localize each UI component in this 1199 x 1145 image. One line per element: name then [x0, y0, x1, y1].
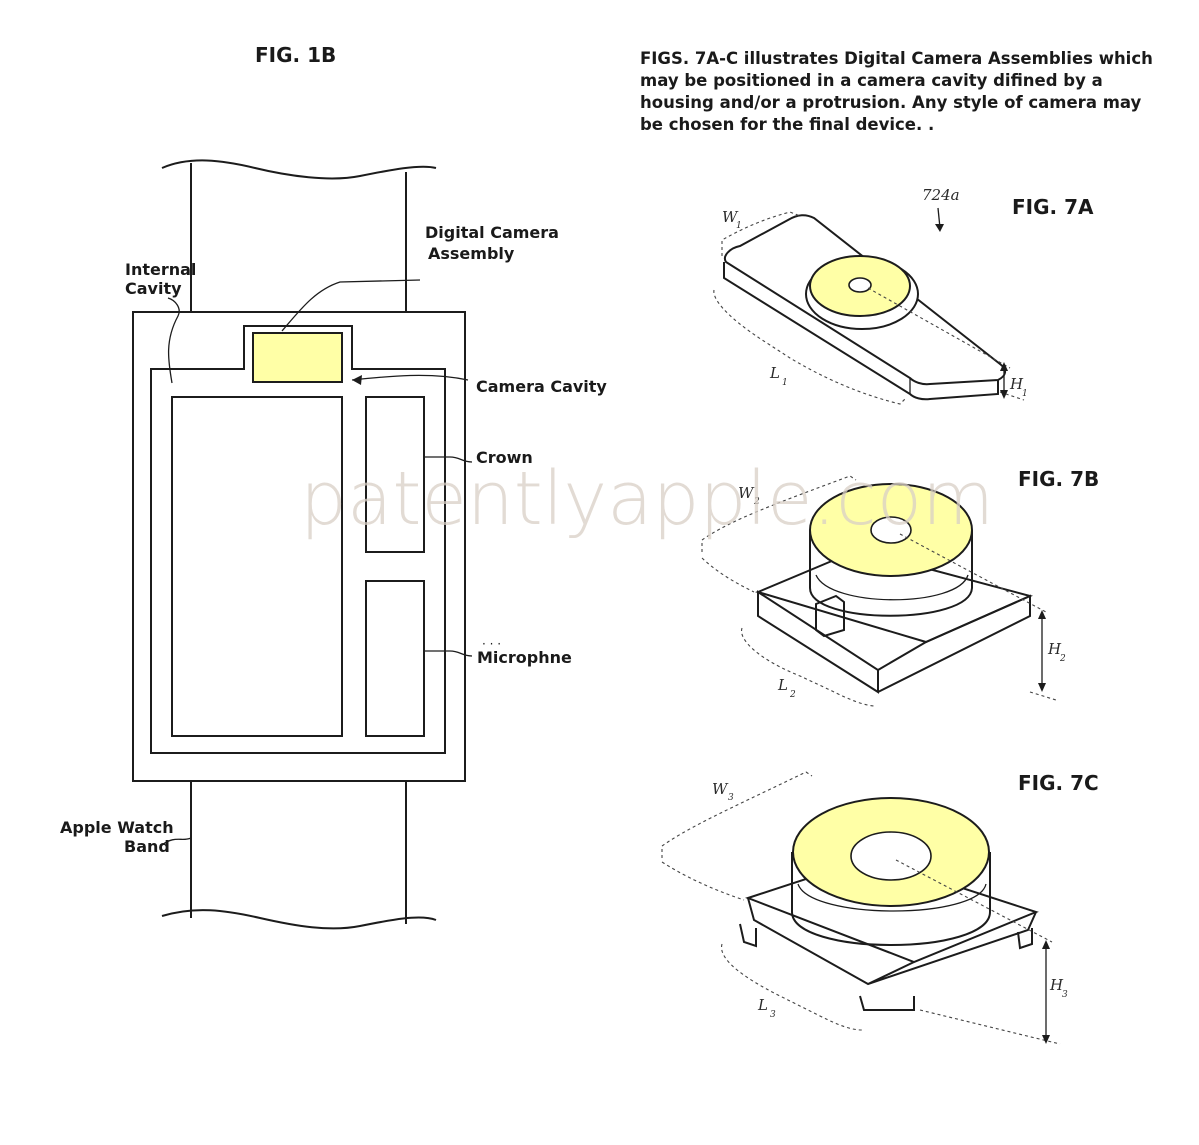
- lens-7c-barrel: [791, 852, 991, 946]
- label-microphone: Microphne: [477, 648, 572, 667]
- dim-w2-sub: 2: [753, 497, 760, 507]
- dim-l3: L: [757, 996, 768, 1014]
- microphone-module: [365, 580, 425, 737]
- dim-h3: H: [1049, 976, 1064, 994]
- watch-band-bottom: [161, 781, 437, 930]
- label-camera-cavity: Camera Cavity: [476, 377, 607, 396]
- arrowhead-camera-cavity: [352, 375, 362, 385]
- module-7a-top: [724, 214, 1006, 386]
- leader-crown: [425, 456, 473, 463]
- foot-7c-left: [739, 923, 757, 948]
- dim-h2-sub: 2: [1059, 654, 1066, 664]
- fig-1b-title: FIG. 1B: [255, 43, 336, 67]
- crown-module: [365, 396, 425, 553]
- leader-internal-cavity: [167, 297, 180, 384]
- foot-7c-front: [859, 995, 915, 1011]
- dim-w3: W: [712, 780, 729, 798]
- lens-7b-barrel: [809, 530, 973, 617]
- caption-line-4: be chosen for the final device. .: [640, 115, 934, 134]
- label-digital-camera: Digital Camera: [425, 223, 559, 242]
- module-7c-base-side: [747, 897, 1037, 986]
- h1-arrow-top: [1000, 362, 1008, 371]
- dim-h2: H: [1047, 640, 1062, 658]
- display-module: [171, 396, 343, 737]
- fig-1b: FIG. 1B · · ·: [60, 43, 607, 930]
- h2-arrow-top: [1038, 610, 1046, 619]
- caption-line-3: housing and/or a protrusion. Any style o…: [640, 93, 1142, 112]
- watermark: patentlyapple.com: [300, 456, 994, 542]
- label-internal: Internal: [125, 260, 196, 279]
- caption-line-1: FIGS. 7A-C illustrates Digital Camera As…: [640, 49, 1153, 68]
- foot-7c-right: [1017, 928, 1033, 950]
- leader-microphone: [425, 650, 473, 657]
- leader-camera-cavity: [351, 374, 469, 381]
- lens-7a-aperture: [848, 277, 872, 293]
- dim-h1-sub: 1: [1022, 389, 1028, 399]
- label-band: Band: [124, 837, 170, 856]
- connector-7b: [815, 594, 845, 638]
- h2-arrow-bottom: [1038, 683, 1046, 692]
- h3-arrow-bottom: [1042, 1035, 1050, 1044]
- h3-arrow-top: [1042, 940, 1050, 949]
- dim-l3-sub: 3: [770, 1010, 776, 1020]
- dim-l2: L: [777, 676, 788, 694]
- label-crown: Crown: [476, 448, 533, 467]
- fig-7b-title: FIG. 7B: [1018, 467, 1099, 491]
- dim-w2: W: [738, 484, 755, 502]
- digital-camera-assembly: [252, 332, 343, 383]
- module-7a-side: [723, 262, 999, 401]
- label-cavity: Cavity: [125, 279, 182, 298]
- lens-7c-aperture: [850, 831, 932, 881]
- fig-7c-title: FIG. 7C: [1018, 771, 1099, 795]
- dim-l1-sub: 1: [782, 378, 788, 388]
- leader-band: [161, 837, 192, 846]
- label-assembly: Assembly: [428, 244, 515, 263]
- ref-724a: 724a: [922, 186, 960, 204]
- dim-h3-sub: 3: [1062, 990, 1068, 1000]
- internal-cavity: [150, 325, 446, 754]
- dim-l2-sub: 2: [789, 690, 796, 700]
- watch-band-top: [161, 159, 437, 312]
- fig-7b: FIG. 7B W 2 L 2 H 2: [701, 467, 1099, 707]
- dim-l1: L: [769, 364, 780, 382]
- dim-h1: H: [1009, 375, 1024, 393]
- tick-marks: · · ·: [482, 637, 501, 651]
- leader-camera-assembly: [281, 279, 421, 332]
- caption-block: FIGS. 7A-C illustrates Digital Camera As…: [640, 49, 1153, 134]
- lens-7b-aperture: [870, 516, 912, 544]
- dim-w1-sub: 1: [736, 221, 742, 231]
- fig-7c: FIG. 7C W 3 L 3 H 3: [661, 771, 1099, 1045]
- ref-arrowhead: [935, 224, 944, 232]
- dim-w3-sub: 3: [728, 793, 734, 803]
- dim-w1: W: [722, 208, 739, 226]
- caption-line-2: may be positioned in a camera cavity dif…: [640, 71, 1103, 90]
- module-7b-base-side: [757, 590, 1031, 694]
- h1-arrow-bottom: [1000, 390, 1008, 399]
- label-apple-watch: Apple Watch: [60, 818, 174, 837]
- fig-7a-title: FIG. 7A: [1012, 195, 1094, 219]
- fig-7a: FIG. 7A 724a W 1 L 1 H 1: [713, 186, 1094, 405]
